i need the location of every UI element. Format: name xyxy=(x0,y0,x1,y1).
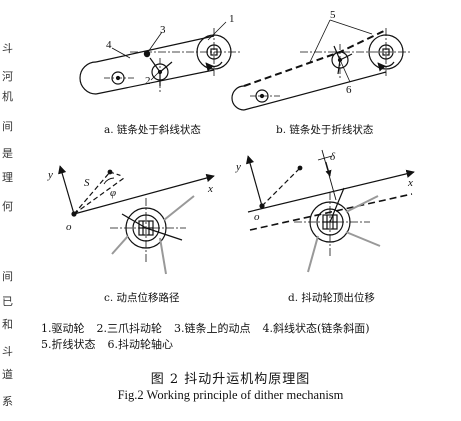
axis-label-o-c: o xyxy=(66,221,72,233)
chain-dashed xyxy=(249,193,413,231)
left-pulley xyxy=(231,85,245,111)
leader-4 xyxy=(111,47,131,59)
legend-item: 5.折线状态 xyxy=(41,338,96,351)
claw xyxy=(329,187,345,223)
margin-char: 和 xyxy=(2,318,13,331)
subfigure-b-label: b. 链条处于折线状态 xyxy=(276,123,374,136)
callout-5: 5 xyxy=(330,9,336,21)
subfigure-c xyxy=(58,165,215,275)
legend: 1.驱动轮 2.三爪抖动轮 3.链条上的动点 4.斜线状态(链条斜面) 5.折线状态 6… xyxy=(41,321,382,353)
claw xyxy=(121,213,147,229)
claw xyxy=(337,59,341,75)
leader-2 xyxy=(150,71,160,81)
axis-label-y-d: y xyxy=(235,161,241,173)
leader-6 xyxy=(340,61,351,83)
claw-gray xyxy=(111,235,129,255)
legend-row-1: 1.驱动轮 2.三爪抖动轮 3.链条上的动点 4.斜线状态(链条斜面) xyxy=(41,321,382,337)
x-axis xyxy=(247,169,415,213)
leader-1 xyxy=(207,21,227,41)
subfigure-a-label: a. 链条处于斜线状态 xyxy=(104,123,201,136)
claw xyxy=(339,53,353,61)
leader-5b xyxy=(329,19,373,35)
margin-char: 道 xyxy=(2,367,13,381)
chain-upper xyxy=(95,35,215,63)
delta-arrow xyxy=(325,161,332,177)
claw xyxy=(145,227,183,241)
origin-point-d xyxy=(259,203,265,209)
axis-label-x-c: x xyxy=(207,183,213,195)
legend-item: 3.链条上的动点 xyxy=(174,322,251,335)
margin-char: 间 xyxy=(2,120,13,133)
origin-point-c xyxy=(71,211,77,217)
claw-gray xyxy=(345,195,379,213)
margin-char: 间 xyxy=(2,270,13,283)
subfigure-d xyxy=(245,149,415,273)
legend-item: 1.驱动轮 xyxy=(41,322,85,335)
axis-label-o-d: o xyxy=(254,211,260,223)
x-axis xyxy=(73,173,215,215)
subfigure-b xyxy=(231,19,412,111)
phi-arc xyxy=(103,177,115,185)
path-s xyxy=(73,171,111,215)
callout-2: 2 xyxy=(145,75,151,87)
dashed-to-point xyxy=(261,167,301,207)
callout-3: 3 xyxy=(160,24,166,36)
margin-char: 系 xyxy=(2,395,13,408)
legend-item: 4.斜线状态(链条斜面) xyxy=(262,322,370,335)
margin-char: 机 xyxy=(2,89,13,103)
claw-gray xyxy=(159,237,167,275)
label-s: S xyxy=(84,177,90,189)
callout-6: 6 xyxy=(346,84,352,96)
claw xyxy=(159,61,173,73)
delta-line xyxy=(317,155,333,161)
callout-4: 4 xyxy=(106,39,112,51)
chain-lower xyxy=(95,69,215,95)
figure-caption-english: Fig.2 Working principle of dither mechan… xyxy=(117,388,344,402)
legend-item: 6.抖动轮轴心 xyxy=(107,338,174,351)
figure-caption-chinese: 图 2 抖动升运机构原理图 xyxy=(150,372,311,387)
label-phi: φ xyxy=(110,187,116,199)
moving-point xyxy=(143,50,151,58)
margin-char: 斗 xyxy=(2,42,13,55)
moving-point-c xyxy=(107,169,113,175)
y-axis xyxy=(58,165,75,215)
claw-gray xyxy=(345,231,381,247)
margin-text: 斗 河 机 间 是 理 何 间 已 和 斗 道 系 xyxy=(2,42,13,408)
subfigure-d-label: d. 抖动轮顶出位移 xyxy=(288,291,375,304)
leader-5 xyxy=(309,19,331,63)
claw xyxy=(149,57,161,73)
margin-char: 已 xyxy=(2,295,13,308)
margin-char: 河 xyxy=(2,70,13,83)
claw xyxy=(333,45,341,61)
chain-lower xyxy=(243,71,387,111)
axis-label-x-d: x xyxy=(407,177,413,189)
legend-item: 2.三爪抖动轮 xyxy=(96,322,163,335)
axis-label-y-c: y xyxy=(47,169,53,181)
path-s3 xyxy=(73,177,125,215)
margin-char: 斗 xyxy=(2,345,13,358)
callout-1: 1 xyxy=(229,13,235,25)
y-axis xyxy=(245,155,263,207)
margin-char: 何 xyxy=(2,200,13,213)
moving-point-d xyxy=(297,165,303,171)
claw-gray xyxy=(307,235,319,273)
subfigure-a xyxy=(79,21,240,95)
legend-row-2: 5.折线状态 6.抖动轮轴心 xyxy=(41,337,382,353)
left-pulley xyxy=(79,61,97,95)
leader-3 xyxy=(147,31,163,53)
subfigure-c-label: c. 动点位移路径 xyxy=(104,291,180,304)
label-delta: δ xyxy=(330,151,336,163)
claw-gray xyxy=(163,195,195,221)
margin-char: 是 xyxy=(2,147,13,160)
margin-char: 理 xyxy=(2,171,13,184)
